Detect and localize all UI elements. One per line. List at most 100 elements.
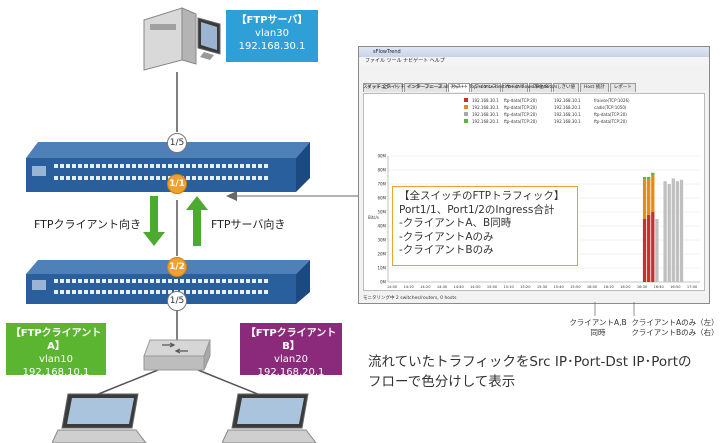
laptop-a-icon bbox=[52, 393, 147, 443]
callout-b-only: クライアントBのみ（右） bbox=[631, 328, 719, 337]
callout-ab-line2: 同時 bbox=[590, 328, 606, 337]
x-tick-label: 14:00 bbox=[387, 285, 398, 289]
callout-single-clients: クライアントAのみ（左） クライアントBのみ（右） bbox=[630, 318, 720, 338]
client-b-title: 【FTPクライアントB】 bbox=[245, 328, 337, 352]
chart-bar bbox=[679, 179, 684, 282]
annotation-line1: Port1/1、Port1/2のIngress合計 bbox=[399, 203, 555, 216]
x-tick-label: 16:30 bbox=[637, 285, 648, 289]
y-tick-label: 80M bbox=[377, 168, 386, 173]
x-tick-label: 15:50 bbox=[570, 285, 581, 289]
callout-ab-simultaneous: クライアントA,B 同時 bbox=[568, 318, 628, 338]
window-controls[interactable]: スイッチ 全スイッチ インターフェース all チャート Top source-… bbox=[363, 85, 558, 90]
legend-flow: ftp-data(TCP:20) bbox=[504, 112, 537, 117]
chart-bar bbox=[647, 179, 651, 215]
legend-port: ftp-data(TCP:20) bbox=[594, 112, 627, 117]
port-top-uplink: 1/1 bbox=[167, 174, 187, 194]
x-tick-label: 14:10 bbox=[403, 285, 414, 289]
client-b-ip: 192.168.20.1 bbox=[257, 367, 325, 378]
legend-swatch bbox=[464, 112, 468, 116]
chart-bar bbox=[667, 184, 671, 282]
x-tick-label: 14:30 bbox=[437, 285, 448, 289]
window-tab[interactable]: しきい値 bbox=[553, 83, 580, 92]
chart-bar bbox=[651, 175, 655, 212]
legend-swatch bbox=[464, 105, 468, 109]
chart-callout-lines bbox=[594, 302, 635, 316]
annotation-line2: -クライアントA、B同時 bbox=[399, 217, 512, 229]
legend-swatch bbox=[464, 98, 468, 102]
y-tick-label: 20M bbox=[377, 252, 386, 257]
client-a-ip: 192.168.10.1 bbox=[22, 367, 90, 378]
x-tick-label: 15:00 bbox=[487, 285, 498, 289]
y-tick-label: 0M bbox=[380, 280, 387, 285]
y-tick-label: 10M bbox=[377, 266, 386, 271]
window-title: sFlowTrend bbox=[373, 49, 401, 55]
legend-src: 192.168.20.1 bbox=[472, 119, 499, 124]
window-tab[interactable]: ダッシュボード bbox=[363, 83, 403, 92]
hub-icon bbox=[143, 339, 211, 371]
legend-flow: ftp-data(TCP:20) bbox=[504, 119, 537, 124]
callout-a-only: クライアントAのみ（左） bbox=[631, 318, 719, 327]
legend-src: 192.168.30.1 bbox=[472, 112, 499, 117]
chart-bar bbox=[642, 177, 647, 180]
window-menubar[interactable]: ファイル ツール ナビゲート ヘルプ bbox=[359, 57, 709, 65]
arrow-up-icon bbox=[186, 196, 208, 246]
x-tick-label: 14:40 bbox=[453, 285, 464, 289]
window-tab[interactable]: ワイヤレス bbox=[470, 83, 501, 92]
port-bottom-down: 1/5 bbox=[167, 291, 187, 311]
y-tick-label: 50M bbox=[377, 210, 386, 215]
window-tab[interactable]: レポート bbox=[609, 83, 636, 92]
ftp-server-title: 【FTPサーバ】 bbox=[236, 15, 308, 26]
x-tick-label: 16:00 bbox=[587, 285, 598, 289]
caption-line1: 流れていたトラフィックをSrc IP･Port-Dst IP･Portの bbox=[368, 354, 692, 370]
window-tab[interactable]: Host 統計 bbox=[580, 83, 609, 92]
x-tick-label: 14:20 bbox=[420, 285, 431, 289]
y-tick-label: 70M bbox=[377, 182, 386, 187]
y-tick-label: 90M bbox=[377, 154, 386, 159]
client-b-label: 【FTPクライアントB】 vlan20 192.168.20.1 bbox=[240, 323, 342, 378]
legend-flow: ftp-data(TCP:20) bbox=[504, 98, 537, 103]
pointer-arrow-icon bbox=[226, 191, 237, 201]
y-axis-label: Bits/s bbox=[368, 215, 379, 220]
arrow-down-icon bbox=[143, 196, 165, 246]
ftp-server-ip: 192.168.30.1 bbox=[238, 41, 306, 52]
caption-line2: フローで色分けして表示 bbox=[368, 374, 516, 390]
legend-dst: 192.168.10.1 bbox=[554, 98, 581, 103]
client-b-vlan: vlan20 bbox=[274, 354, 308, 365]
y-tick-label: 30M bbox=[377, 238, 386, 243]
legend-src: 192.168.30.1 bbox=[472, 105, 499, 110]
x-tick-label: 15:40 bbox=[553, 285, 564, 289]
x-tick-label: 15:10 bbox=[503, 285, 514, 289]
port-bottom-uplink: 1/2 bbox=[167, 257, 187, 277]
y-tick-label: 60M bbox=[377, 196, 386, 201]
window-tab[interactable]: Events bbox=[528, 83, 553, 92]
window-tab[interactable]: ホスト bbox=[448, 83, 470, 92]
x-tick-label: 16:20 bbox=[620, 285, 631, 289]
x-tick-label: 15:30 bbox=[537, 285, 548, 289]
port-top-server: 1/5 bbox=[167, 133, 187, 153]
chart-bar bbox=[642, 219, 647, 282]
x-tick-label: 14:50 bbox=[470, 285, 481, 289]
legend-swatch bbox=[464, 119, 468, 123]
ftp-server-vlan: vlan30 bbox=[255, 28, 289, 39]
window-tab[interactable]: サークル bbox=[501, 83, 528, 92]
laptop-b-icon bbox=[222, 393, 317, 443]
x-tick-label: 15:20 bbox=[520, 285, 531, 289]
legend-dst: 192.168.20.1 bbox=[554, 105, 581, 110]
annotation-box: 【全スイッチのFTPトラフィック】 Port1/1、Port1/2のIngres… bbox=[392, 186, 578, 266]
legend-port: fraivse(TCP:1026) bbox=[594, 98, 630, 103]
legend-port: cadis(TCP:1050) bbox=[594, 105, 627, 110]
hub-link-a bbox=[95, 369, 159, 396]
chart-bar bbox=[655, 219, 659, 282]
client-direction-label: FTPクライアント向き bbox=[34, 218, 142, 231]
x-tick-label: 16:40 bbox=[653, 285, 664, 289]
chart-bar bbox=[651, 212, 655, 282]
annotation-line3: -クライアントAのみ bbox=[399, 230, 494, 243]
x-tick-label: 16:10 bbox=[603, 285, 614, 289]
legend-dst: 192.168.10.1 bbox=[554, 112, 581, 117]
chart-bar bbox=[671, 178, 675, 282]
x-tick-label: 16:50 bbox=[670, 285, 681, 289]
window-tab[interactable]: インターフェース bbox=[403, 83, 448, 92]
legend-dst: 192.168.30.1 bbox=[554, 119, 581, 124]
